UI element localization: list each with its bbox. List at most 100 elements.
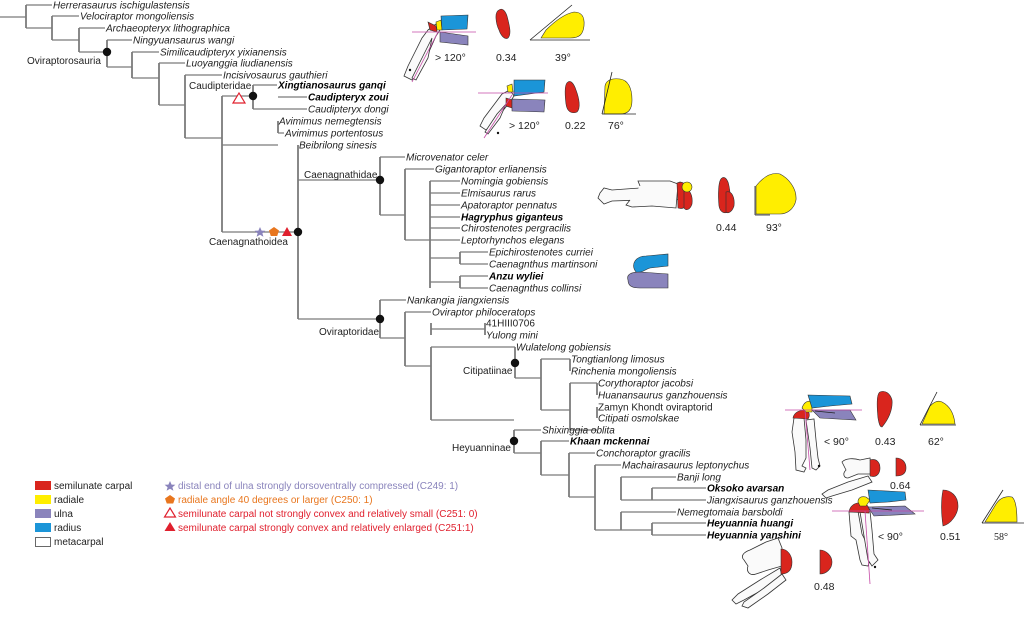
node-oviraptoridae bbox=[375, 314, 385, 324]
taxon-label: Apatoraptor pennatus bbox=[460, 201, 557, 212]
semilunate-ratio-hagryphus: 0.44 bbox=[716, 222, 737, 234]
legend-item-c251-0: semilunate carpal not strongly convex an… bbox=[163, 506, 478, 520]
legend-item-radius: radius bbox=[35, 523, 81, 534]
wrist-drawing-khaan bbox=[785, 394, 862, 473]
taxon-label: Avimimus nemegtensis bbox=[278, 117, 382, 128]
legend-label: radius bbox=[54, 523, 81, 534]
legend-item-c250: radiale angle 40 degrees or larger (C250… bbox=[165, 495, 373, 506]
open-triangle-icon bbox=[163, 506, 177, 518]
semilunate-outline-xingtianosaurus bbox=[495, 8, 511, 39]
wrist-angle-caudipteryx: > 120° bbox=[509, 120, 540, 132]
taxon-label: Incisivosaurus gauthieri bbox=[223, 71, 328, 82]
legend-item-metacarpal: metacarpal bbox=[35, 537, 103, 548]
taxon-label: Archaeopteryx lithographica bbox=[105, 24, 230, 35]
legend-item-ulna: ulna bbox=[35, 509, 73, 520]
legend-item-c249: distal end of ulna strongly dorsoventral… bbox=[164, 481, 458, 492]
radiale-outline-heyuannia-huangi bbox=[981, 489, 1024, 524]
radiale-angle-hagryphus: 93° bbox=[766, 222, 782, 234]
wrist-drawing-caudipteryx bbox=[478, 79, 548, 139]
legend-label: semilunate carpal bbox=[54, 481, 132, 492]
wrist-drawing-oksoko bbox=[821, 457, 881, 499]
clade-label-oviraptorosauria: Oviraptorosauria bbox=[27, 56, 101, 67]
taxon-label: Shixinggia oblita bbox=[542, 426, 615, 437]
taxon-label: Caudipteryx zoui bbox=[308, 93, 389, 104]
taxon-label: Heyuannia huangi bbox=[707, 519, 793, 530]
radiale-outline-caudipteryx bbox=[601, 71, 636, 115]
taxon-label: Rinchenia mongoliensis bbox=[571, 367, 677, 378]
taxon-label: 41HIII0706 bbox=[486, 319, 535, 330]
node-caudipteridae bbox=[248, 91, 258, 101]
legend-label: semilunate carpal strongly convex and re… bbox=[178, 523, 474, 534]
legend-swatch bbox=[35, 523, 51, 532]
node-oviraptorosauria bbox=[102, 47, 112, 57]
taxon-label: Heyuannia yanshini bbox=[707, 531, 801, 542]
legend-label: ulna bbox=[54, 509, 73, 520]
semilunate-outline-heyuannia-yanshini bbox=[819, 549, 833, 575]
taxon-label: Chirostenotes pergracilis bbox=[461, 224, 571, 235]
taxon-label: Jiangxisaurus ganzhouensis bbox=[706, 496, 833, 507]
wrist-drawing-hagryphus bbox=[597, 180, 693, 210]
taxon-label: Yulong mini bbox=[486, 331, 539, 342]
tree-branches bbox=[0, 4, 706, 536]
semilunate-outline-oksoko bbox=[895, 457, 907, 477]
taxon-label: Citipati osmolskae bbox=[598, 414, 680, 425]
taxon-label: Leptorhynchos elegans bbox=[461, 236, 564, 247]
star-icon bbox=[164, 481, 176, 491]
taxon-label: Caudipteryx dongi bbox=[308, 105, 389, 116]
character-legend: distal end of ulna strongly dorsoventral… bbox=[163, 481, 478, 534]
taxon-labels: Herrerasaurus ischigulastensisVelocirapt… bbox=[53, 1, 833, 542]
wrist-drawing-heyuannia-huangi bbox=[832, 489, 924, 585]
taxon-label: Nankangia jiangxiensis bbox=[407, 296, 509, 307]
taxon-label: Ningyuansaurus wangi bbox=[133, 36, 235, 47]
legend-label: distal end of ulna strongly dorsoventral… bbox=[178, 481, 458, 492]
taxon-label: Similicaudipteryx yixianensis bbox=[160, 48, 287, 59]
taxon-label: Tongtianlong limosus bbox=[571, 355, 665, 366]
semilunate-outline-hagryphus bbox=[718, 177, 735, 214]
semilunate-ratio-heyuannia-yanshini: 0.48 bbox=[814, 581, 835, 593]
legend-swatch bbox=[35, 481, 51, 490]
clade-label-citipatiinae: Citipatiinae bbox=[463, 366, 513, 377]
semilunate-outline-khaan bbox=[876, 391, 893, 428]
bone-color-legend: semilunate carpal radiale ulna radius me… bbox=[35, 481, 132, 548]
radiale-outline-hagryphus bbox=[754, 173, 797, 216]
taxon-label: Hagryphus giganteus bbox=[461, 213, 564, 224]
semilunate-ratio-heyuannia-huangi: 0.51 bbox=[940, 531, 961, 543]
star-marker-icon bbox=[254, 227, 266, 237]
taxon-label: Machairasaurus leptonychus bbox=[622, 461, 749, 472]
taxon-label: Beibrilong sinesis bbox=[299, 141, 377, 152]
taxon-label: Avimimus portentosus bbox=[284, 129, 383, 140]
wrist-angle-heyuannia-huangi: < 90° bbox=[878, 531, 903, 543]
legend-item-c251-1: semilunate carpal strongly convex and re… bbox=[164, 522, 474, 534]
semilunate-outline-heyuannia-huangi bbox=[941, 489, 959, 527]
clade-label-caudipteridae: Caudipteridae bbox=[189, 81, 252, 92]
node-caenagnathidae bbox=[375, 175, 385, 185]
legend-item-radiale: radiale bbox=[35, 495, 84, 506]
taxon-label: Oviraptor philoceratops bbox=[432, 308, 535, 319]
node-citipatiinae bbox=[510, 358, 520, 368]
filled-triangle-icon bbox=[164, 522, 176, 531]
radiale-outline-khaan bbox=[919, 391, 956, 426]
taxon-label: Conchoraptor gracilis bbox=[596, 449, 691, 460]
legend-label: metacarpal bbox=[54, 537, 103, 548]
taxon-label: Anzu wyliei bbox=[488, 272, 544, 283]
wrist-drawing-heyuannia-yanshini bbox=[731, 537, 793, 609]
pentagon-icon bbox=[165, 495, 175, 504]
wrist-angle-xingtianosaurus: > 120° bbox=[435, 52, 466, 64]
taxon-label: Velociraptor mongoliensis bbox=[80, 12, 194, 23]
radiale-outline-xingtianosaurus bbox=[529, 4, 590, 41]
taxon-label: Xingtianosaurus ganqi bbox=[277, 81, 386, 92]
semilunate-ratio-caudipteryx: 0.22 bbox=[565, 120, 586, 132]
radiale-angle-caudipteryx: 76° bbox=[608, 120, 624, 132]
node-heyuanninae bbox=[509, 436, 519, 446]
taxon-label: Khaan mckennai bbox=[570, 437, 650, 448]
legend-swatch bbox=[35, 537, 51, 547]
taxon-label: Elmisaurus rarus bbox=[461, 189, 536, 200]
wrist-angle-khaan: < 90° bbox=[824, 436, 849, 448]
taxon-label: Corythoraptor jacobsi bbox=[598, 379, 694, 390]
radiale-angle-khaan: 62° bbox=[928, 436, 944, 448]
wrist-drawing-xingtianosaurus bbox=[403, 14, 476, 83]
legend-swatch bbox=[35, 509, 51, 518]
legend-label: radiale bbox=[54, 495, 84, 506]
taxon-label: Microvenator celer bbox=[406, 153, 489, 164]
